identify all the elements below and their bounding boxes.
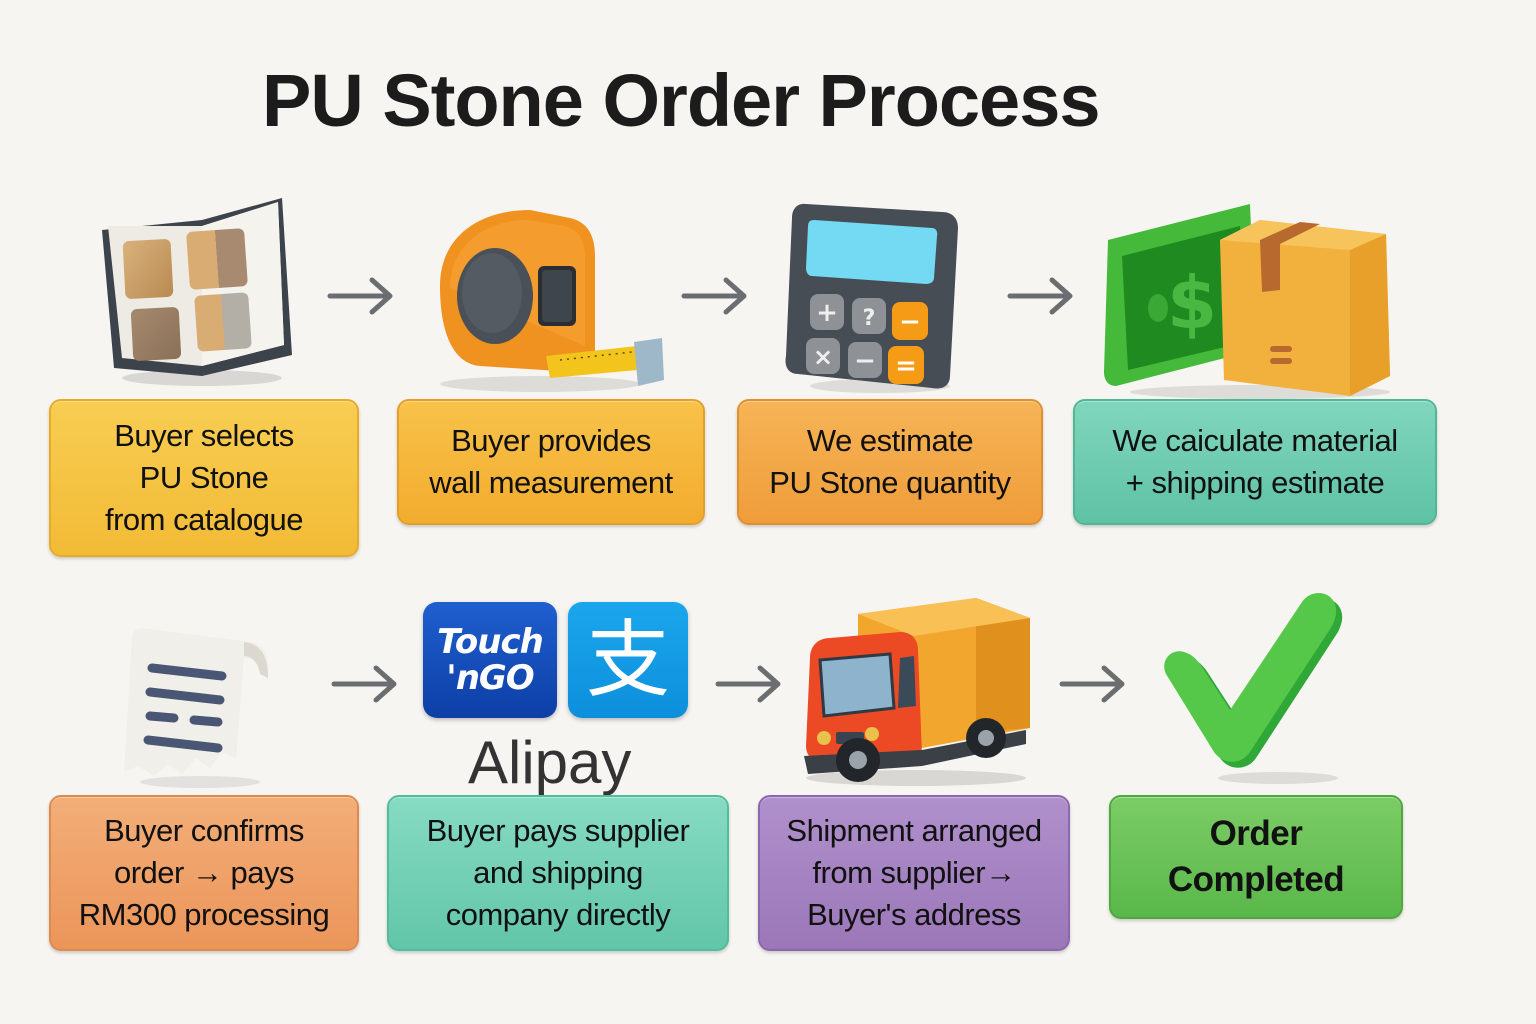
- touchngo-logo: Touch 'nGO: [423, 602, 557, 718]
- step-2-label: Buyer provides wall measurement: [429, 423, 673, 500]
- step-5-box: Buyer confirms order → pays RM300 proces…: [49, 795, 359, 951]
- arrow-right-icon: [681, 277, 747, 315]
- arrow-right-icon: [327, 277, 393, 315]
- calc-key-plus: +: [816, 298, 838, 328]
- stone-catalogue-icon: [102, 198, 292, 386]
- step-8-label: Order Completed: [1167, 814, 1345, 899]
- touchngo-line1: Touch: [437, 622, 544, 662]
- calc-key-minus2: −: [854, 346, 876, 376]
- arrow-right-icon: [715, 665, 781, 703]
- receipt-icon: [124, 628, 269, 788]
- delivery-truck-icon: [804, 598, 1030, 786]
- step-2-box: Buyer provides wall measurement: [397, 399, 705, 525]
- calc-key-equals: =: [895, 351, 917, 381]
- step-4-label: We caiculate material + shipping estimat…: [1112, 423, 1398, 500]
- calculator-icon: + ? − × − =: [785, 203, 958, 393]
- step-7-box: Shipment arranged from supplier→ Buyer's…: [758, 795, 1070, 951]
- touchngo-line2: 'nGO: [446, 658, 534, 698]
- step-7-label: Shipment arranged from supplier→ Buyer's…: [786, 813, 1042, 932]
- alipay-logo: 支: [568, 602, 688, 718]
- money-and-box-icon: $: [1104, 204, 1390, 399]
- page-title: PU Stone Order Process: [262, 59, 1101, 142]
- calc-key-minus: −: [899, 307, 921, 337]
- arrow-right-icon: [1059, 665, 1125, 703]
- step-3-label: We estimate PU Stone quantity: [769, 423, 1011, 500]
- step-4-box: We caiculate material + shipping estimat…: [1073, 399, 1437, 525]
- step-3-box: We estimate PU Stone quantity: [737, 399, 1043, 525]
- step-1-label: Buyer selects PU Stone from catalogue: [104, 418, 304, 537]
- step-6-box: Buyer pays supplier and shipping company…: [387, 795, 729, 951]
- alipay-label: Alipay: [468, 729, 632, 796]
- arrow-right-icon: [331, 665, 397, 703]
- dollar-sign: $: [1167, 261, 1217, 345]
- step-1-box: Buyer selects PU Stone from catalogue: [49, 399, 359, 557]
- step-8-box: Order Completed: [1109, 795, 1403, 919]
- checkmark-icon: [1164, 593, 1343, 784]
- step-5-label: Buyer confirms order → pays RM300 proces…: [78, 813, 330, 932]
- step-6-label: Buyer pays supplier and shipping company…: [426, 813, 690, 932]
- arrow-right-icon: [1007, 277, 1073, 315]
- alipay-glyph: 支: [585, 611, 670, 709]
- tape-measure-icon: [440, 210, 664, 392]
- calc-key-misc: ?: [863, 306, 876, 331]
- calc-key-times: ×: [813, 343, 833, 371]
